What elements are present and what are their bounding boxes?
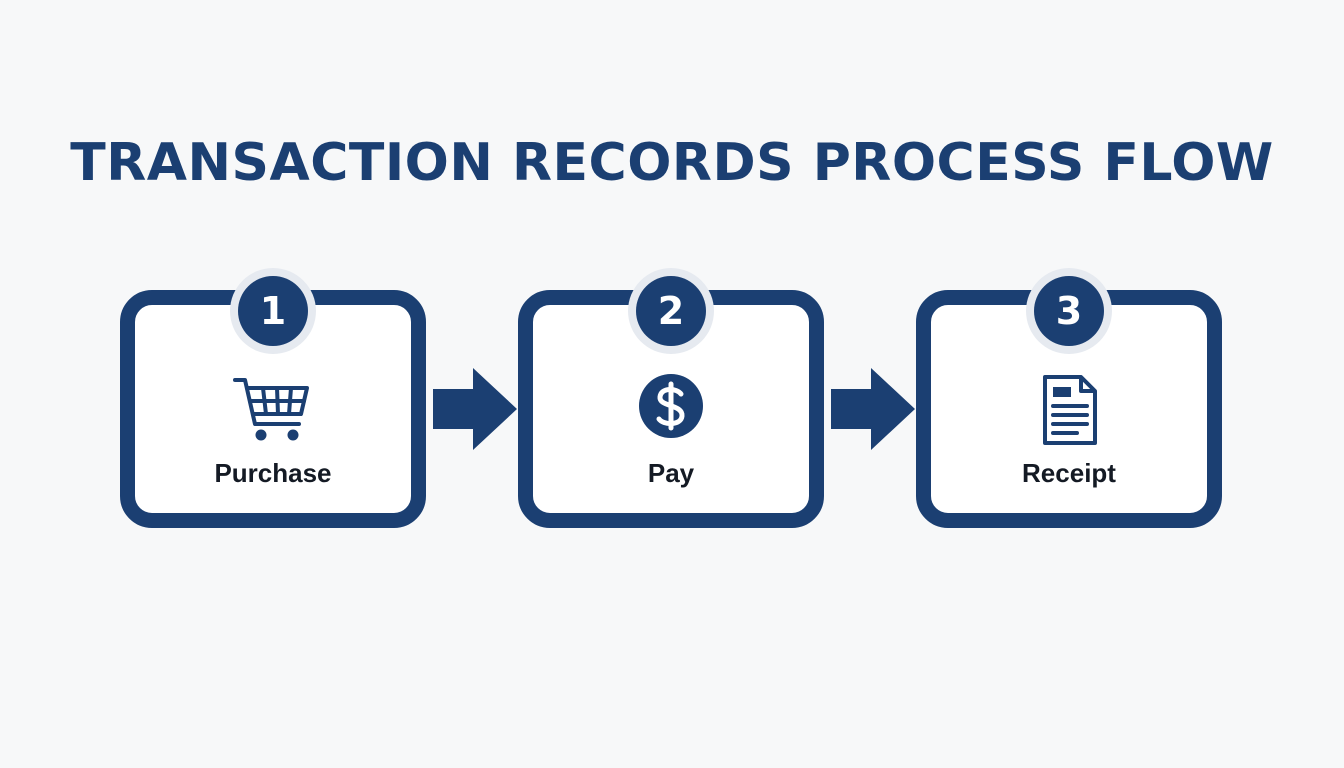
step-label: Pay [647,458,695,488]
step-number-badge: 2 [636,276,706,346]
step-label: Receipt [1022,458,1116,488]
step-label: Purchase [214,458,332,488]
step-number-badge: 1 [238,276,308,346]
right-arrow-icon [433,368,517,450]
document-icon [1029,374,1109,446]
right-arrow-icon [831,368,915,450]
shopping-cart-icon [233,374,313,446]
step-number-badge: 3 [1034,276,1104,346]
page-title: TRANSACTION RECORDS PROCESS FLOW [70,132,1274,193]
dollar-coin-icon [631,374,711,446]
